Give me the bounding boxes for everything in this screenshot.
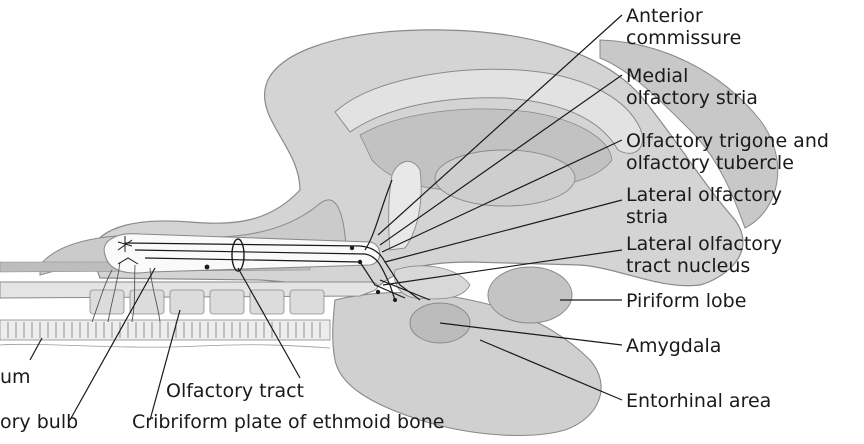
label-piriform-lobe: Piriform lobe: [626, 290, 746, 312]
thalamus: [435, 150, 575, 206]
label-cribriform-plate: Cribriform plate of ethmoid bone: [132, 411, 444, 433]
label-olfactory-tract: Olfactory tract: [166, 380, 304, 402]
label-medial-olfactory-stria: Medial olfactory stria: [626, 65, 758, 109]
label-anterior-commissure: Anterior commissure: [626, 5, 741, 49]
label-lateral-olfactory-tract-nucleus: Lateral olfactory tract nucleus: [626, 233, 788, 277]
leader-epithelium: [30, 338, 42, 360]
label-epithelium-fragment: um: [0, 366, 31, 388]
label-olfactory-trigone: Olfactory trigone and olfactory tubercle: [626, 130, 835, 174]
label-olfactory-bulb-fragment: ory bulb: [0, 411, 78, 433]
piriform-lobe: [488, 267, 572, 323]
uncus: [394, 266, 470, 299]
label-amygdala: Amygdala: [626, 335, 721, 357]
label-entorhinal-area: Entorhinal area: [626, 390, 771, 412]
